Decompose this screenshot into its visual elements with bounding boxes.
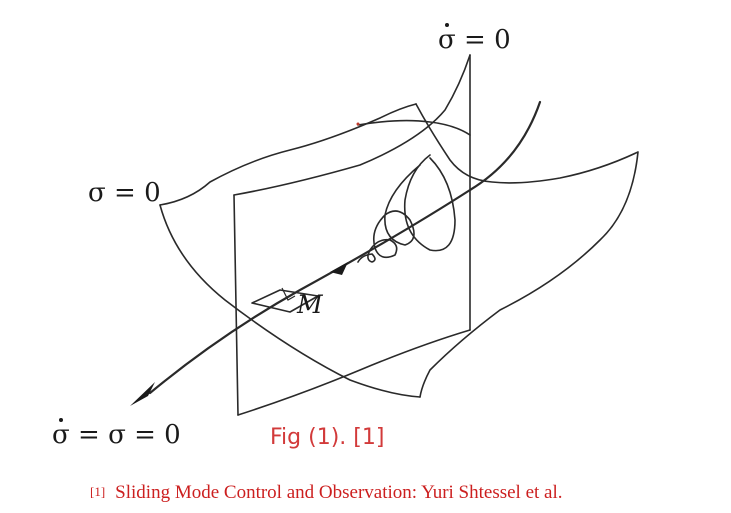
label-point-M: M bbox=[297, 290, 323, 319]
label-intersection: σ = σ = 0 bbox=[52, 418, 181, 450]
point-M-marker bbox=[281, 287, 296, 301]
surface-sigma-left-edge bbox=[159, 204, 421, 398]
top-trajectory bbox=[357, 119, 471, 136]
bottom-eq: = σ = 0 bbox=[69, 420, 181, 450]
surface-sigma-outline bbox=[159, 103, 417, 206]
spiral-trajectory bbox=[357, 154, 456, 263]
bottom-sigma-dot-symbol: σ bbox=[52, 418, 70, 450]
surface-sigma-dot-outline bbox=[233, 194, 239, 416]
label-sigma-surface: σ = 0 bbox=[88, 178, 161, 208]
axis-arrow-head bbox=[130, 382, 155, 406]
figure-caption: Fig (1). [1] bbox=[270, 425, 385, 450]
footnote: [1] Sliding Mode Control and Observation:… bbox=[90, 482, 563, 504]
sigma-dot-symbol: σ bbox=[438, 23, 456, 55]
surface-sigma-dot-top bbox=[233, 54, 471, 196]
footnote-ref: [1] bbox=[90, 484, 106, 499]
plane-at-M bbox=[251, 289, 319, 313]
sigma-dot-eq: = 0 bbox=[455, 25, 511, 55]
surface-sigma-right-edge bbox=[415, 103, 639, 398]
label-sigma-dot-surface: σ = 0 bbox=[438, 23, 511, 55]
surface-sigma-dot-bottom bbox=[237, 329, 471, 416]
sliding-axis bbox=[148, 100, 542, 395]
axis-arrow-head-mid bbox=[330, 262, 348, 275]
footnote-text: Sliding Mode Control and Observation: Yu… bbox=[115, 482, 563, 503]
